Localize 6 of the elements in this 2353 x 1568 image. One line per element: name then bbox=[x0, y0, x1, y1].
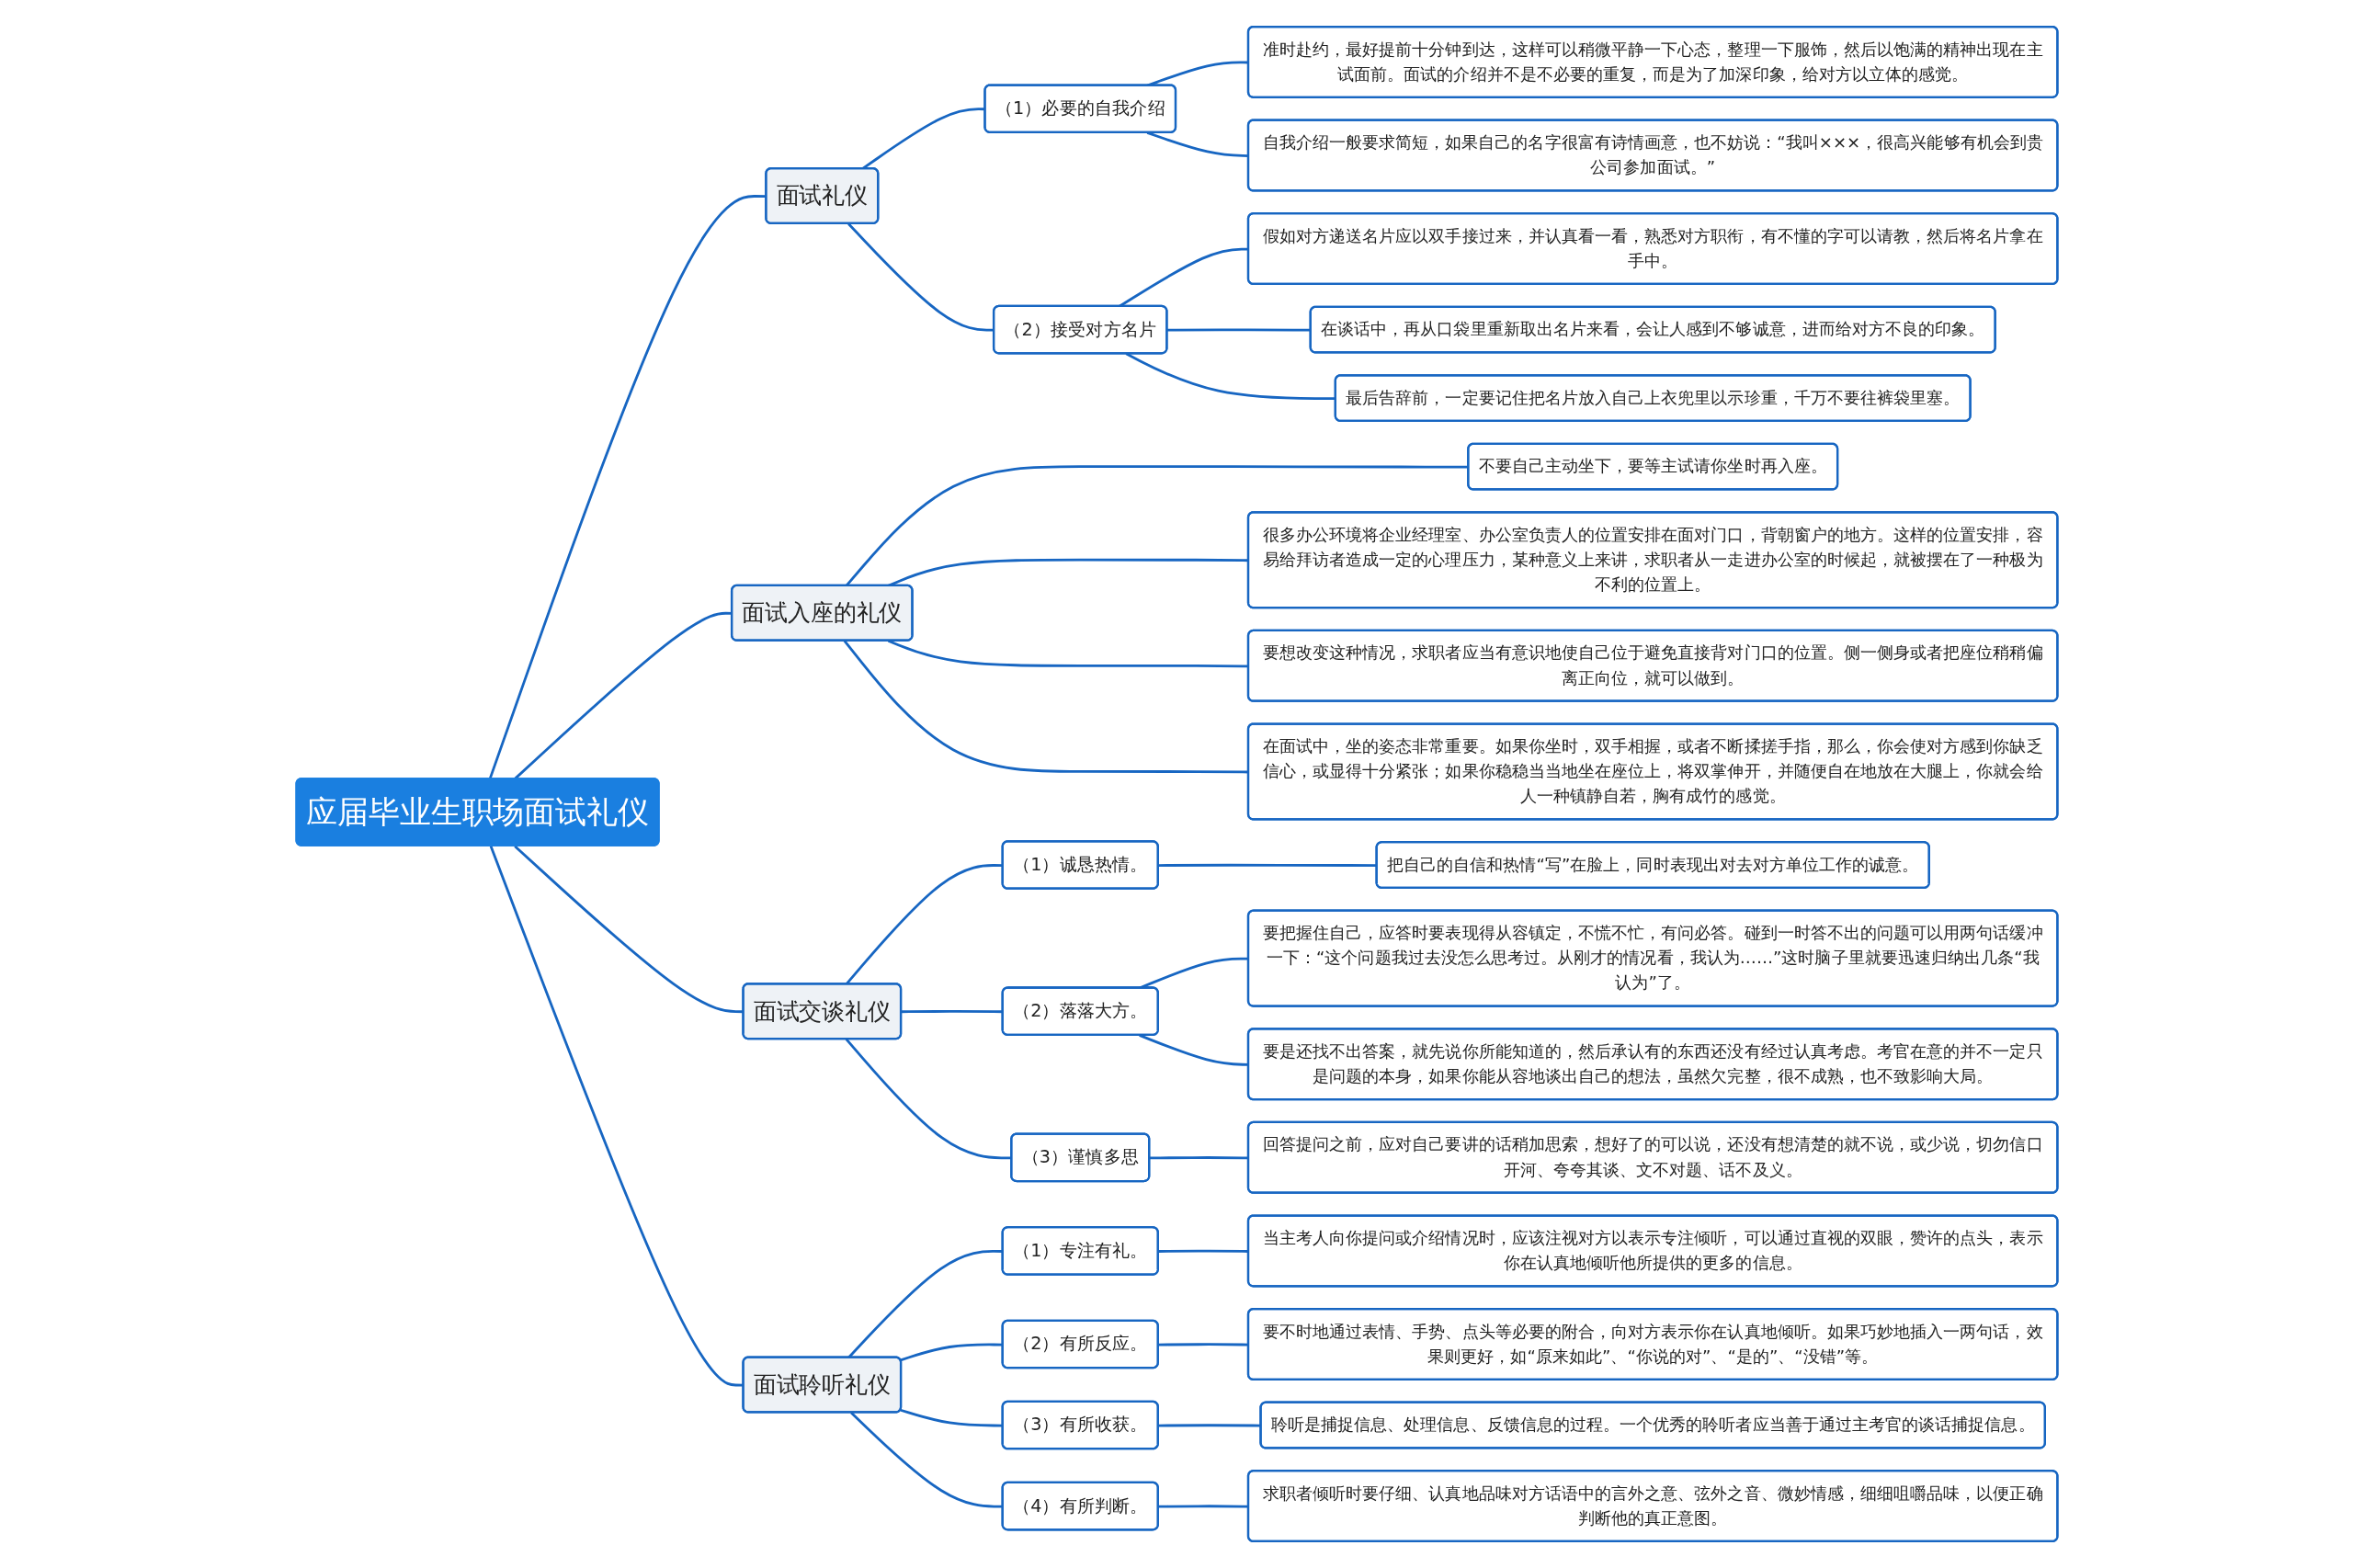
connector bbox=[488, 195, 767, 779]
connector bbox=[1158, 1424, 1261, 1427]
connector bbox=[489, 846, 744, 1387]
connector bbox=[1158, 863, 1377, 867]
mind-map: 应届毕业生职场面试礼仪 面试礼仪 （1）必要的自我介绍 准时赴约，最好提前十分钟到达，这样可以稍微平静一下心态，整理一下服饰，然后以饱满的精神出现在主试面前。面试的介绍并不是不必要的重复，而是为了加深印象，给对方以立体的感觉。 自我介绍一般要求简短，如果自己的名字很富有诗情画意，也不妨说：“我叫×××，很高兴能够有机会到贵公司参加面试。” （2）接受对方名片 假如对方递送名片应以双手接过来，并认真看一看，熟悉对方职衔，有不懂的字可以请教，然后将名片拿在手中。 在谈话中，再从口袋里重新取出名片来看，会让人感到不够诚意，进而给对方不良的印象。 最后告辞前，一定要记住把名片放入自己上衣兜里以示珍重，千万不要往裤袋里塞。 面试入座的礼仪 不要自己主动坐下，要等主试请你坐时再入座。 很多办公环境将企业经理室、办公室负责人的位置安排在面对门口，背朝窗户的地方。这样的位置安排，容易给拜访者造成一定的心理压力，某种意义上来讲，求职者从一走进办公室的时候起，就被摆在了一种极为不利的位置上。 要想改变这种情况，求职者应当有意识地使自己位于避免直接背对门口的位置。侧一侧身或者把座位稍稍偏离正向位，就可以做到。 在面试中，坐的姿态非常重要。如果你坐时，双手相握，或者不断揉搓手指，那么，你会使对方感到你缺乏信心，或显得十分紧张；如果你稳稳当当地坐在座位上，将双掌伸开，并随便自在地放在大腿上，你就会给人一种镇静自若，胸有成竹的感觉。 面试交谈礼仪 （1）诚恳热情。 把自己的自信和热情“写”在脸上，同时表现出对去对方单位工作的诚意。 （2）落落大方。 要把握住自己，应答时要表现得从容镇定，不慌不忙，有问必答。碰到一时答不出的问题可以用两句话缓冲一下：“这个问题我过去没怎么思考过。从刚才的情况看，我认为……”这时脑子里就要迅速归纳出几条“我认为”了。 要是还找不出答案，就先说你所能知道的，然后承认有的东西还没有经过认真考虑。考官在意的并不一定只是问题的本身，如果你能从容地谈出自己的想法，虽然欠完整，很不成熟，也不致影响大局。 （3）谨慎多思 回答提问之前，应对自己要讲的话稍加思索，想好了的可以说，还没有想清楚的就不说，或少说，切勿信口开河、夸夸其谈、文不对题、话不及义。 面试聆听礼仪 （1）专注有礼。 当主考人向你提问或介绍情况时，应该注视对方以表示专注倾听，可以通过直视的双眼，赞许的点头，表示你在认真地倾听他所提供的更多的信息。 （2）有所反应。 要不时地通过表情、手势、点头等必要的附合，向对方表示你在认真地倾听。如果巧妙地插入一两句话，效果则更好，如“原来如此”、“你说的对”、“是的”、“没错”等。 （3）有所收获。 聆听是捕捉信息、处理信息、反馈信息的过程。一个优秀的聆听者应当善于通过主考官的谈话捕捉信息。 （4）有所判断。 求职者倾听时要仔细、认真地品味对方话语中的言外之意、弦外之音、微妙情感，细细咀嚼品味，以便正确判断他的真正意图。 bbox=[18, 18, 2335, 1550]
connector bbox=[514, 845, 744, 1014]
